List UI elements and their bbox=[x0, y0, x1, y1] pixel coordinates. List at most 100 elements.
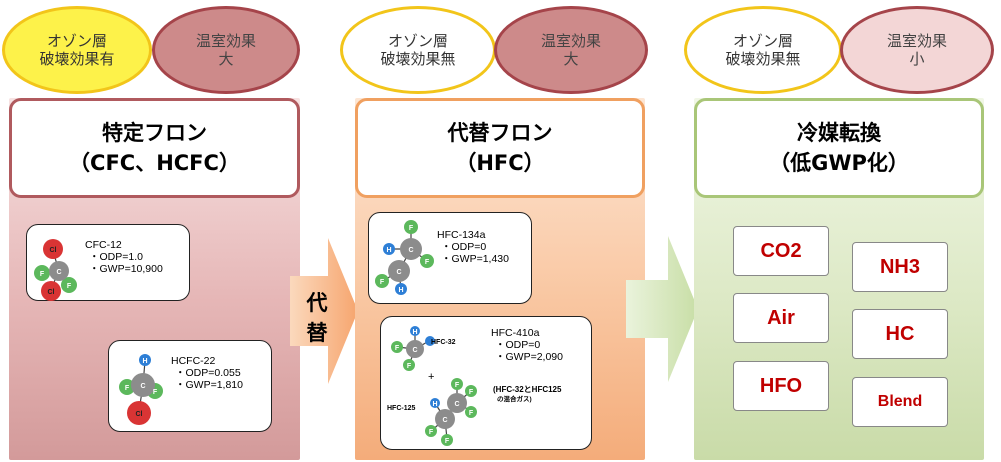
atom-label: F bbox=[407, 363, 412, 370]
atom-label: C bbox=[412, 347, 417, 354]
fluorine-atom bbox=[465, 406, 477, 418]
tag-line: 温室効果 bbox=[540, 32, 601, 50]
fluorine-atom bbox=[403, 359, 415, 371]
gwp-value: ・GWP=2,090 bbox=[495, 351, 563, 363]
spec-block: HCFC-22 ・ODP=0.055 ・GWP=1,810 bbox=[171, 355, 243, 391]
fluorine-atom bbox=[375, 274, 389, 288]
hfc125-label: HFC-125 bbox=[387, 405, 416, 412]
label-char: 替 bbox=[306, 321, 328, 345]
plus-sign: + bbox=[428, 371, 435, 383]
gwp-value: ・GWP=10,900 bbox=[89, 263, 163, 275]
atom-label: Cl bbox=[48, 289, 55, 296]
hfc134a-molecule-icon: F H C F C F H bbox=[375, 220, 434, 295]
spec-block: HFC-410a ・ODP=0 ・GWP=2,090 bbox=[491, 327, 563, 363]
tag-line: 温室効果 bbox=[195, 32, 256, 50]
atom-label: F bbox=[469, 389, 474, 396]
atom-label: Cl bbox=[136, 411, 143, 418]
carbon-atom bbox=[131, 373, 155, 397]
fluorine-atom bbox=[119, 379, 135, 395]
atom-label: F bbox=[67, 283, 72, 290]
tag-line: 温室効果 bbox=[886, 32, 947, 50]
title-line: （HFC） bbox=[455, 151, 545, 175]
label-char: 代 bbox=[306, 291, 328, 315]
greenhouse-effect-tag-1: 温室効果 大 bbox=[152, 6, 300, 94]
title-line: （低GWP化） bbox=[769, 151, 909, 175]
hcfc22-molecule-icon: H F C F Cl bbox=[119, 354, 163, 425]
atom-label: H bbox=[398, 287, 403, 294]
carbon-atom bbox=[49, 261, 69, 281]
atom-label: H bbox=[386, 247, 391, 254]
gwp-value: ・GWP=1,430 bbox=[441, 253, 509, 265]
fluorine-atom bbox=[404, 220, 418, 234]
hydrogen-atom bbox=[395, 283, 407, 295]
hfc32-label: HFC-32 bbox=[431, 339, 456, 346]
fluorine-atom bbox=[391, 341, 403, 353]
atom-label: F bbox=[455, 382, 460, 389]
title-refrigerant-transition: 冷媒転換 （低GWP化） bbox=[694, 98, 984, 198]
replacement-label: 代 替 bbox=[302, 288, 332, 348]
atom-label: C bbox=[140, 383, 145, 390]
molecule-name: HFC-134a bbox=[437, 229, 486, 241]
hfc125-molecule-icon: F F H C F C F F bbox=[425, 378, 477, 446]
hydrogen-atom bbox=[139, 354, 151, 366]
refrigerant-co2: CO2 bbox=[733, 226, 829, 276]
atom-label: F bbox=[425, 259, 430, 266]
molecule-name: HCFC-22 bbox=[171, 355, 216, 367]
carbon-atom bbox=[435, 409, 455, 429]
ozone-depletion-tag-3: オゾン層 破壊効果無 bbox=[684, 6, 842, 94]
molecule-card-hfc410a: H F C F HFC-32 + HFC-125 F F H C F C F F… bbox=[380, 316, 592, 450]
fluorine-atom bbox=[34, 265, 50, 281]
note-line: の混合ガス) bbox=[497, 396, 532, 403]
greenhouse-effect-tag-2: 温室効果 大 bbox=[494, 6, 648, 94]
greenhouse-effect-tag-3: 温室効果 小 bbox=[840, 6, 994, 94]
fluorine-atom bbox=[465, 385, 477, 397]
note-line: (HFC-32とHFC125 bbox=[493, 385, 562, 394]
hydrogen-atom bbox=[425, 336, 435, 346]
title-line: 特定フロン bbox=[102, 121, 207, 145]
atom-label: C bbox=[454, 401, 459, 408]
carbon-atom bbox=[406, 340, 424, 358]
refrigerant-air: Air bbox=[733, 293, 829, 343]
odp-value: ・ODP=0 bbox=[495, 339, 541, 351]
mixture-note: (HFC-32とHFC125 の混合ガス) bbox=[493, 385, 561, 405]
atom-label: F bbox=[409, 225, 414, 232]
carbon-atom bbox=[447, 393, 467, 413]
title-line: 代替フロン bbox=[447, 121, 553, 145]
chlorine-atom bbox=[43, 239, 63, 259]
molecule-card-hcfc22: H F C F Cl HCFC-22 ・ODP=0.055 ・GWP=1,810 bbox=[108, 340, 272, 432]
title-line: （CFC、HCFC） bbox=[69, 151, 240, 175]
title-line: 冷媒転換 bbox=[797, 121, 881, 145]
tag-line: オゾン層 bbox=[46, 32, 107, 50]
carbon-atom bbox=[388, 260, 410, 282]
fluorine-atom bbox=[451, 378, 463, 390]
fluorine-atom bbox=[425, 425, 437, 437]
atom-label: H bbox=[412, 329, 417, 336]
spec-block: HFC-134a ・ODP=0 ・GWP=1,430 bbox=[437, 229, 509, 265]
molecule-name: HFC-410a bbox=[491, 327, 540, 339]
chlorine-atom bbox=[41, 281, 61, 301]
atom-label: C bbox=[442, 417, 447, 424]
odp-value: ・ODP=0 bbox=[441, 241, 487, 253]
hydrogen-atom bbox=[430, 398, 440, 408]
odp-value: ・ODP=1.0 bbox=[89, 251, 143, 263]
tag-line: 破壊効果有 bbox=[39, 50, 115, 68]
hydrogen-atom bbox=[383, 243, 395, 255]
molecule-card-hfc134a: F H C F C F H HFC-134a ・ODP=0 ・GWP=1,430 bbox=[368, 212, 532, 304]
fluorine-atom bbox=[441, 434, 453, 446]
tag-line: 破壊効果無 bbox=[380, 50, 456, 68]
atom-label: H bbox=[432, 401, 437, 408]
atom-label: C bbox=[56, 269, 61, 276]
carbon-atom bbox=[400, 238, 422, 260]
atom-label: C bbox=[408, 247, 413, 254]
odp-value: ・ODP=0.055 bbox=[175, 367, 241, 379]
hydrogen-atom bbox=[410, 326, 420, 336]
hfc32-molecule-icon: H F C F bbox=[391, 326, 435, 371]
spec-block: CFC-12 ・ODP=1.0 ・GWP=10,900 bbox=[85, 239, 163, 275]
refrigerant-hfo: HFO bbox=[733, 361, 829, 411]
tag-line: 大 bbox=[218, 50, 234, 68]
chlorine-atom bbox=[127, 401, 151, 425]
tag-line: 大 bbox=[563, 50, 579, 68]
atom-label: F bbox=[40, 271, 45, 278]
title-specified-cfc: 特定フロン （CFC、HCFC） bbox=[9, 98, 300, 198]
refrigerant-blend: Blend bbox=[852, 377, 948, 427]
